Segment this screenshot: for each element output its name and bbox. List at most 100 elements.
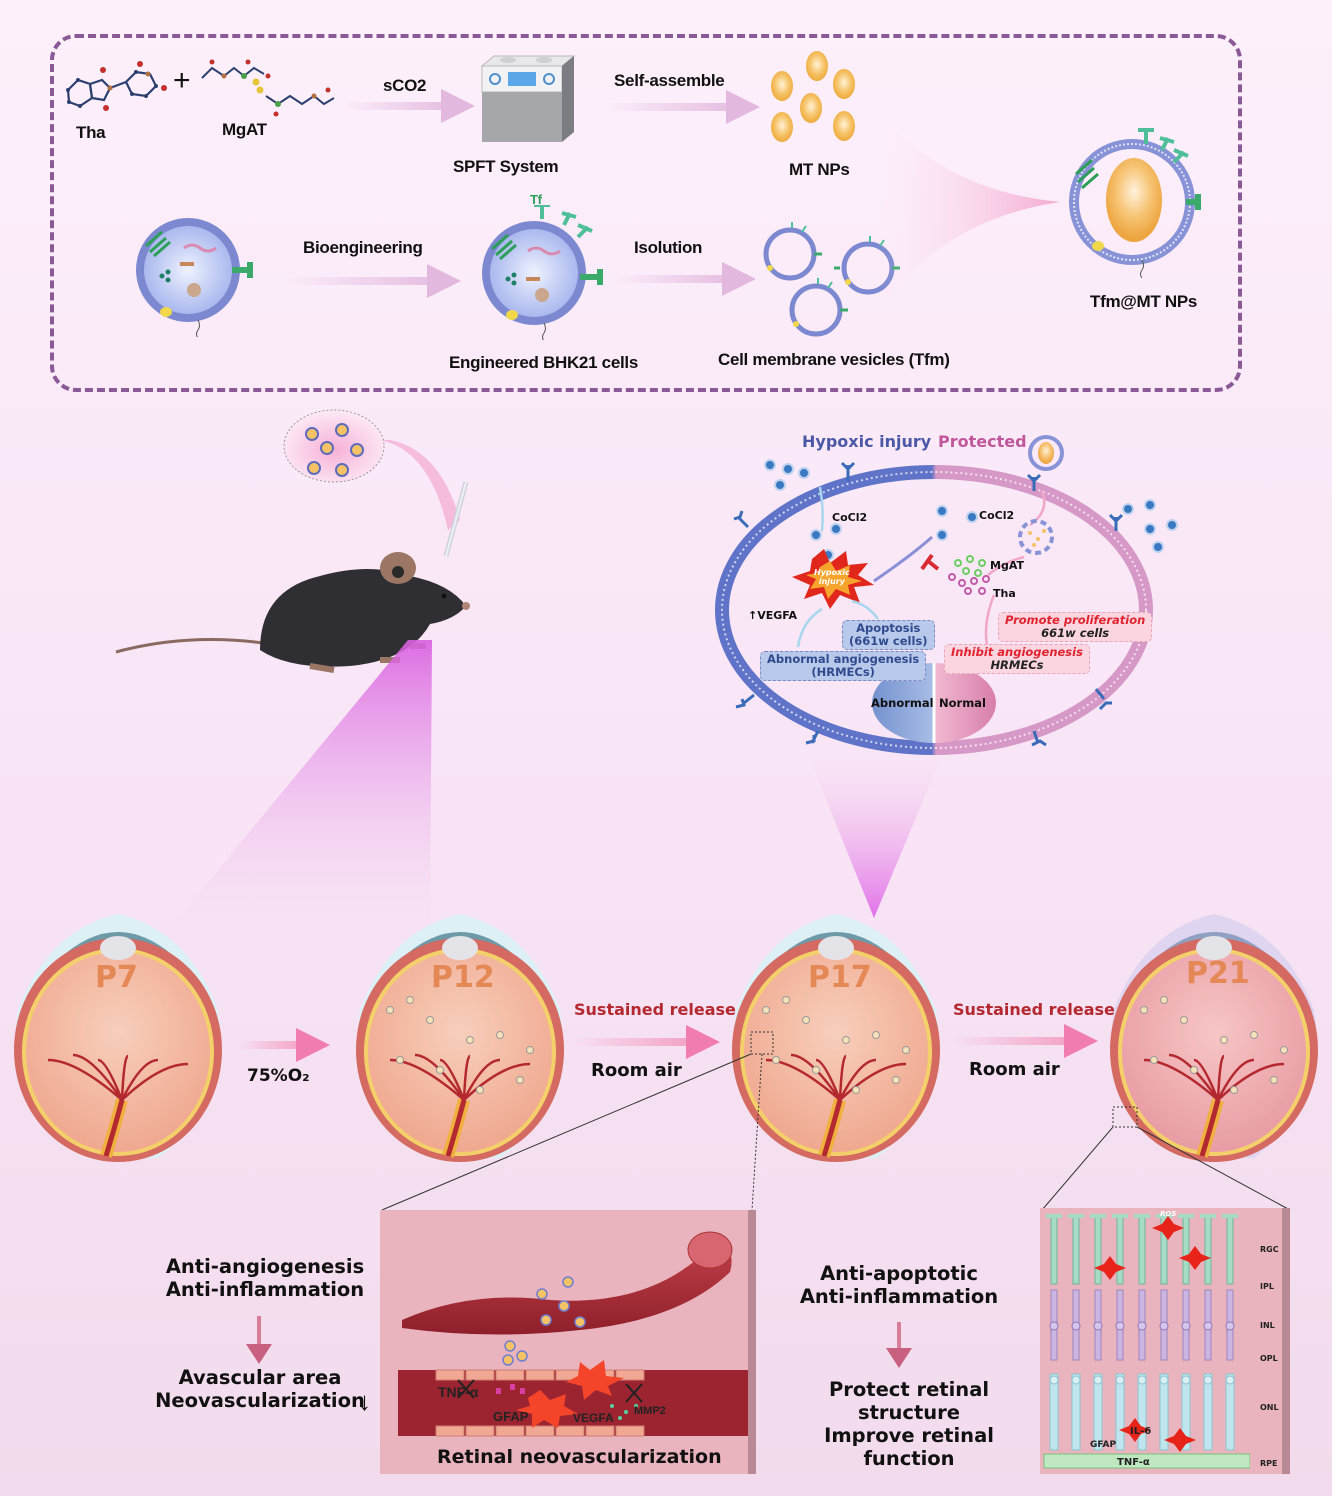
retinal-cell-column: [1156, 1214, 1172, 1451]
retinal-vessel: [389, 1058, 465, 1101]
retinal-vessel: [1193, 1058, 1220, 1101]
tha-mech-label: Tha: [993, 587, 1016, 600]
retinal-vessel: [1217, 1062, 1285, 1101]
normal-label: Normal: [939, 696, 986, 710]
spft-device-icon: [480, 55, 576, 142]
vessel-panel-title: Retinal neovascularization: [437, 1446, 722, 1468]
promote-proliferation-box: Promote proliferation 661w cells: [998, 612, 1153, 642]
retinal-cell-column: [1178, 1214, 1194, 1451]
retinal-vessel: [414, 1053, 466, 1101]
anti-inflammation-text-right: Anti-inflammation: [799, 1285, 999, 1308]
retinal-vessel: [838, 1058, 877, 1101]
ros-label: ROS: [1160, 1210, 1177, 1218]
retinal-cells-illustration: [1043, 1214, 1250, 1469]
eye-p7: [14, 914, 222, 1162]
layer-rpe: RPE: [1260, 1459, 1278, 1468]
layer-inl: INL: [1260, 1321, 1275, 1330]
nanoparticle-dot: [496, 1031, 504, 1039]
retinal-vessel: [1216, 1058, 1255, 1101]
right-results-text: Protect retinal structure Improve retina…: [776, 1378, 1042, 1470]
nanoparticle-dot: [426, 1016, 434, 1024]
plus-sign: +: [173, 64, 191, 97]
room-air-arrow-2: [952, 1024, 1098, 1058]
convergence-arrow: [880, 110, 1060, 310]
nanoparticle-dot: [1270, 1076, 1278, 1084]
nanoparticle-dot: [802, 1016, 810, 1024]
preparation-panel: [50, 34, 1242, 392]
retinal-vessel: [120, 1058, 159, 1101]
nanoparticle-dot: [406, 996, 414, 1004]
layer-onl: ONL: [1260, 1403, 1279, 1412]
sco2-arrow: [340, 89, 475, 123]
retinal-cell-column: [1200, 1214, 1216, 1451]
ros-burst: [1179, 1246, 1211, 1270]
tfm-mt-nps-label: Tfm@MT NPs: [1090, 292, 1198, 311]
stage-p21-label: P21: [1186, 956, 1250, 991]
nanoparticle-dot: [1230, 1086, 1238, 1094]
promote-line2: 661w cells: [1041, 626, 1110, 640]
nanoparticle-dot: [772, 1056, 780, 1064]
room-air-arrow-1: [572, 1025, 720, 1059]
protected-title: Protected: [938, 432, 1027, 451]
nanoparticle-dot: [892, 1076, 900, 1084]
nanoparticle-dot: [902, 1046, 910, 1054]
sco2-label: sCO2: [383, 76, 427, 95]
retinal-cell-column: [1068, 1214, 1084, 1451]
nanoparticle-dot: [1150, 1056, 1158, 1064]
apoptosis-box: Apoptosis (661w cells): [842, 620, 935, 650]
sustained-release-label-2: Sustained release: [953, 1000, 1115, 1019]
retinal-vessel: [462, 1054, 471, 1101]
nanoparticle-dot: [1280, 1046, 1288, 1054]
avascular-area-text: Avascular area: [178, 1366, 342, 1389]
anti-angiogenesis-text: Anti-angiogenesis: [165, 1255, 365, 1278]
retinal-cell-column: [1222, 1214, 1238, 1451]
left-results-text: Avascular area Neovascularization: [150, 1366, 370, 1412]
abnormal-angiogenesis-box: Abnormal angiogenesis (HRMECs): [760, 651, 927, 681]
retinal-vessel: [97, 1058, 124, 1101]
mgat-label: MgAT: [222, 120, 267, 139]
cocl2-label-right: CoCl2: [979, 509, 1015, 522]
zoom-connector-lines: [381, 1031, 1291, 1211]
nanoparticle-dot: [396, 1056, 404, 1064]
mt-nanoparticles-icon: [771, 51, 855, 142]
retinal-cell-column: [1046, 1214, 1062, 1451]
gfap-label: GFAP: [493, 1409, 529, 1424]
retinal-vessel: [838, 1054, 847, 1101]
tnf-retina-label: TNF-α: [1117, 1457, 1150, 1468]
retinal-vessel: [47, 1058, 123, 1101]
tnf-alpha-label: TNF-α: [438, 1384, 479, 1400]
right-effects-text: Anti-apoptotic Anti-inflammation: [786, 1262, 1012, 1308]
cocl2-label-left: CoCl2: [832, 511, 868, 524]
apoptosis-line1: Apoptosis: [856, 621, 921, 635]
mt-nps-label: MT NPs: [789, 160, 850, 179]
vegfa-text: VEGFA: [757, 609, 798, 622]
vegfa-label: VEGFA: [573, 1411, 614, 1425]
retinal-vessel: [1168, 1053, 1220, 1101]
nanoparticle-dot: [476, 1086, 484, 1094]
blood-vessel-illustration: [398, 1231, 748, 1437]
nanoparticle-dot: [526, 1046, 534, 1054]
nanoparticle-dot: [1180, 1016, 1188, 1024]
eye-p12: [356, 914, 564, 1162]
inhibit-angiogenesis-box: Inhibit angiogenesis HRMECs: [944, 644, 1090, 674]
bubble-pointer: [380, 440, 460, 530]
room-air-label-2: Room air: [969, 1059, 1060, 1080]
nanoparticle-dot: [386, 1006, 394, 1014]
retinal-cell-column: [1090, 1214, 1106, 1451]
right-down-arrow-icon: [886, 1322, 912, 1368]
isolution-label: Isolution: [634, 238, 703, 257]
ros-burst: [1119, 1418, 1151, 1442]
engineered-cells-label: Engineered BHK21 cells: [449, 353, 638, 372]
bioengineering-label: Bioengineering: [303, 238, 423, 257]
mechanism-to-eye-beam: [810, 760, 940, 918]
hyperoxia-label: 75%O₂: [247, 1066, 310, 1086]
improve-function-text: Improve retinal function: [824, 1424, 994, 1470]
retinal-vessel: [72, 1053, 124, 1101]
retinal-vessel: [765, 1058, 841, 1101]
stage-p7-label: P7: [95, 960, 138, 995]
bioengineering-arrow: [285, 264, 461, 298]
left-effects-text: Anti-angiogenesis Anti-inflammation: [150, 1255, 380, 1301]
vegfa-up-label: ↑VEGFA: [748, 609, 797, 622]
retinal-vessel: [120, 1054, 129, 1101]
spft-system-label: SPFT System: [453, 157, 559, 176]
